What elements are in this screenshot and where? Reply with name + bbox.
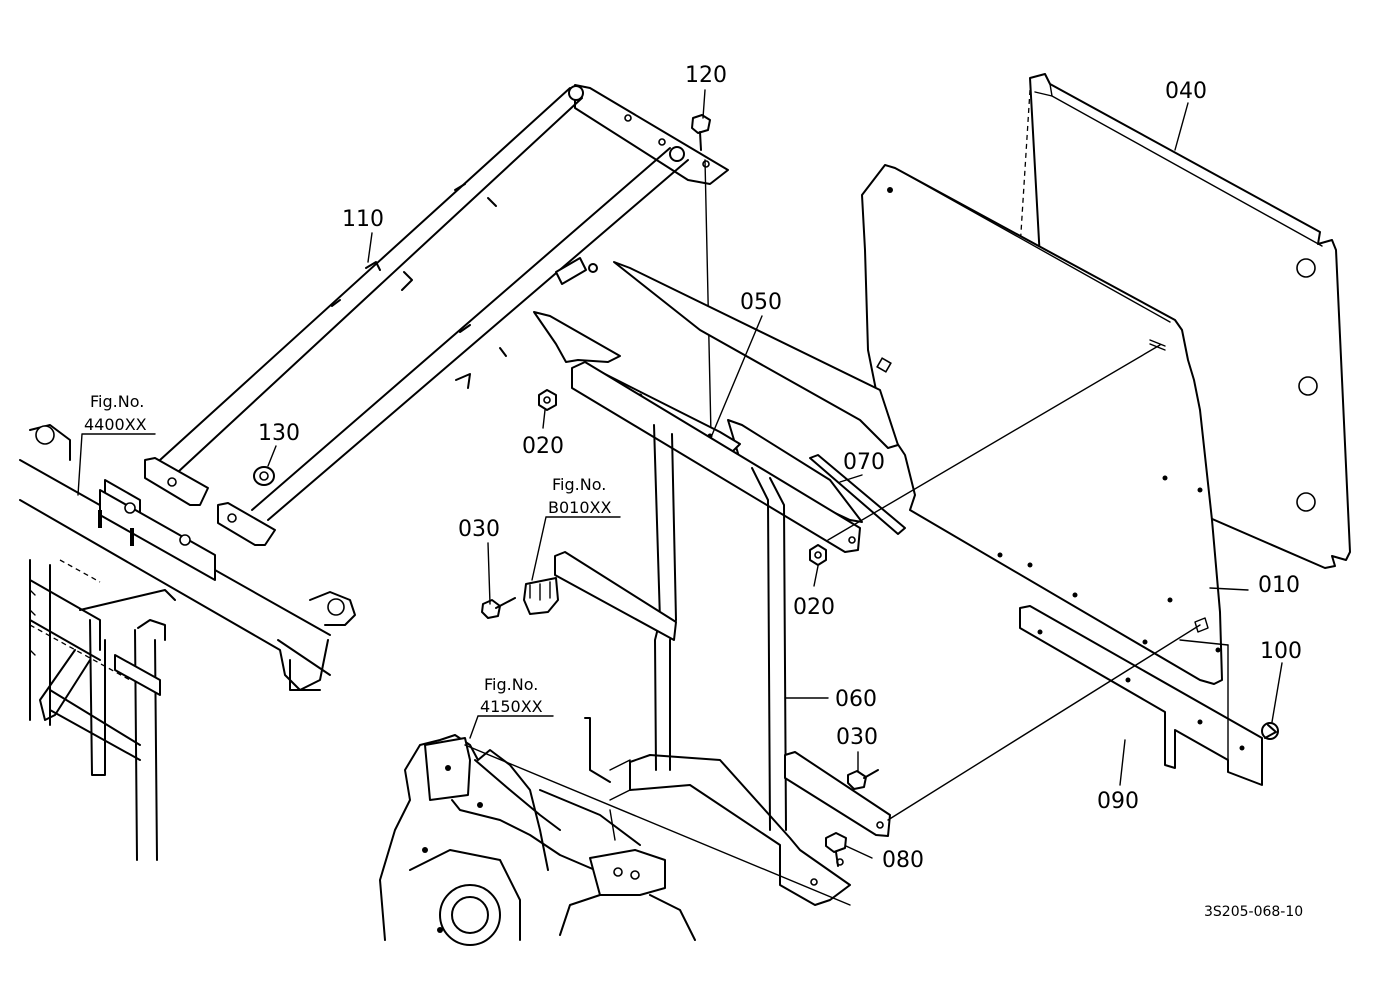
fig-ref-4150-title: Fig.No. bbox=[484, 675, 538, 694]
part-010-panel bbox=[861, 164, 1223, 685]
label-030-a: 030 bbox=[458, 517, 500, 542]
related-frame-4400 bbox=[19, 424, 356, 861]
label-060: 060 bbox=[835, 687, 877, 712]
label-030-b: 030 bbox=[836, 725, 878, 750]
label-120: 120 bbox=[685, 63, 727, 88]
part-030-bolt-b bbox=[847, 769, 879, 790]
fig-ref-b010-number: B010XX bbox=[548, 498, 611, 517]
label-050: 050 bbox=[740, 290, 782, 315]
label-010: 010 bbox=[1258, 573, 1300, 598]
label-110: 110 bbox=[342, 207, 384, 232]
label-070: 070 bbox=[843, 450, 885, 475]
leader-lines bbox=[77, 89, 1283, 859]
part-090-plate bbox=[1019, 605, 1263, 786]
part-020-nut-a bbox=[538, 389, 557, 411]
label-020-a: 020 bbox=[522, 434, 564, 459]
label-020-b: 020 bbox=[793, 595, 835, 620]
label-080: 080 bbox=[882, 848, 924, 873]
part-080-bolt bbox=[825, 832, 847, 867]
fig-ref-4150-number: 4150XX bbox=[480, 697, 543, 716]
fig-ref-b010-title: Fig.No. bbox=[552, 475, 606, 494]
assembly-guide-lines bbox=[827, 344, 1229, 821]
part-020-nut-b bbox=[809, 544, 827, 566]
label-090: 090 bbox=[1097, 789, 1139, 814]
label-100: 100 bbox=[1260, 639, 1302, 664]
fig-ref-4400-title: Fig.No. bbox=[90, 392, 144, 411]
part-120-bolt bbox=[691, 114, 712, 436]
part-060-stand bbox=[554, 361, 891, 906]
part-030-bolt-a bbox=[481, 577, 559, 619]
engine-block-4150 bbox=[379, 734, 851, 946]
drawing-code: 3S205-068-10 bbox=[1204, 904, 1303, 920]
part-100-bolt bbox=[1261, 722, 1279, 740]
label-130: 130 bbox=[258, 421, 300, 446]
label-040: 040 bbox=[1165, 79, 1207, 104]
fig-ref-4400-number: 4400XX bbox=[84, 415, 147, 434]
part-070-strip bbox=[809, 454, 906, 535]
part-130-nut bbox=[253, 466, 275, 486]
part-110-frame bbox=[144, 84, 729, 546]
